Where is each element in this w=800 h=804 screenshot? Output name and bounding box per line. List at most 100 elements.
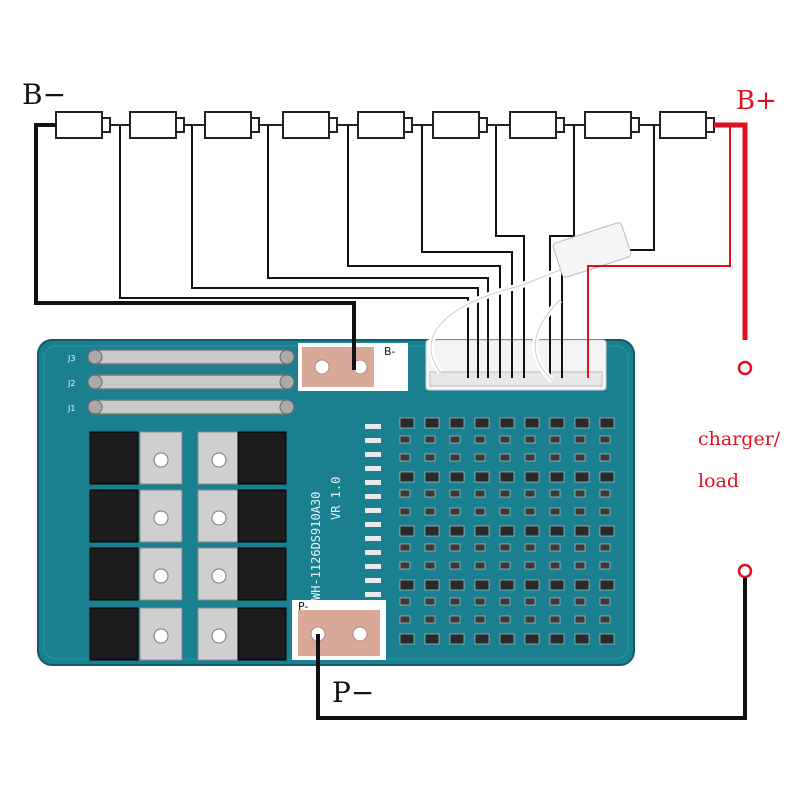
smd-component xyxy=(599,525,615,537)
mosfet-tab xyxy=(197,607,241,661)
smd-component xyxy=(524,417,540,429)
smd-component xyxy=(399,435,411,444)
mosfet-hole xyxy=(211,568,227,584)
mosfet-hole xyxy=(211,510,227,526)
smd-component xyxy=(574,579,590,591)
smd-component xyxy=(599,543,611,552)
smd-component xyxy=(474,453,486,462)
smd-component xyxy=(474,471,490,483)
smd-component xyxy=(474,543,486,552)
mosfet-array xyxy=(89,431,287,661)
wire-p-minus xyxy=(316,578,747,720)
mosfet-hole xyxy=(211,452,227,468)
smd-component xyxy=(549,453,561,462)
smd-component xyxy=(474,597,486,606)
board-version-text: VR 1.0 xyxy=(329,477,343,520)
resistor-strip xyxy=(365,452,381,457)
pad-b-minus-label: B- xyxy=(384,345,396,358)
jumper-bars xyxy=(87,349,295,415)
smd-component xyxy=(499,417,515,429)
smd-component xyxy=(399,579,415,591)
resistor-strip xyxy=(365,438,381,443)
smd-component xyxy=(399,507,411,516)
smd-component xyxy=(549,525,565,537)
battery-cell xyxy=(432,111,488,139)
smd-component xyxy=(449,489,461,498)
smd-component xyxy=(499,633,515,645)
smd-component xyxy=(424,453,436,462)
smd-component xyxy=(549,435,561,444)
mosfet-body xyxy=(237,489,287,543)
smd-component xyxy=(549,615,561,624)
smd-component xyxy=(549,633,565,645)
battery-cell xyxy=(282,111,338,139)
mosfet-hole xyxy=(153,452,169,468)
balance-connector xyxy=(425,339,607,391)
smd-component xyxy=(499,543,511,552)
pad-p-minus-label: P- xyxy=(298,600,308,613)
smd-component xyxy=(449,471,465,483)
battery-cell xyxy=(204,111,260,139)
smd-component xyxy=(399,525,415,537)
battery-cell xyxy=(357,111,413,139)
mosfet-hole xyxy=(153,568,169,584)
smd-component xyxy=(574,507,586,516)
smd-component xyxy=(499,579,515,591)
smd-component xyxy=(599,471,615,483)
mosfet-body xyxy=(89,489,139,543)
battery-cell xyxy=(659,111,715,139)
smd-component xyxy=(449,453,461,462)
smd-component xyxy=(499,453,511,462)
resistor-strip xyxy=(365,536,381,541)
smd-component xyxy=(524,615,536,624)
mosfet-body xyxy=(237,607,287,661)
smd-component xyxy=(574,615,586,624)
smd-component xyxy=(474,507,486,516)
smd-component xyxy=(474,489,486,498)
wire-harness xyxy=(428,222,632,383)
smd-component xyxy=(499,471,515,483)
smd-component xyxy=(499,615,511,624)
resistor-strip xyxy=(365,592,381,597)
smd-component xyxy=(549,597,561,606)
smd-component xyxy=(399,561,411,570)
b-minus-pad xyxy=(298,343,408,391)
smd-component xyxy=(549,471,565,483)
terminal-negative xyxy=(737,563,753,579)
mosfet-hole xyxy=(153,628,169,644)
smd-component xyxy=(524,561,536,570)
smd-component xyxy=(599,615,611,624)
smd-component xyxy=(574,489,586,498)
smd-component xyxy=(499,525,515,537)
battery-cell xyxy=(55,111,111,139)
resistor-strip xyxy=(365,508,381,513)
smd-component xyxy=(424,417,440,429)
smd-component xyxy=(424,561,436,570)
wire-b-minus xyxy=(34,123,356,370)
smd-component xyxy=(574,561,586,570)
wire-b-plus xyxy=(587,122,748,378)
smd-component xyxy=(549,417,565,429)
smd-component xyxy=(599,453,611,462)
smd-component xyxy=(524,633,540,645)
smd-component xyxy=(574,453,586,462)
smd-component xyxy=(599,597,611,606)
smd-component xyxy=(499,435,511,444)
smd-component xyxy=(449,561,461,570)
smd-component xyxy=(424,579,440,591)
smd-component xyxy=(399,489,411,498)
smd-component xyxy=(599,489,611,498)
smd-component xyxy=(599,507,611,516)
smd-component xyxy=(574,471,590,483)
smd-component xyxy=(449,507,461,516)
smd-component xyxy=(524,543,536,552)
smd-component xyxy=(449,597,461,606)
label-p-minus: P− xyxy=(332,676,375,709)
smd-component xyxy=(424,489,436,498)
smd-component xyxy=(499,597,511,606)
smd-component xyxy=(399,453,411,462)
smd-component xyxy=(474,561,486,570)
smd-component xyxy=(449,417,465,429)
smd-component xyxy=(599,417,615,429)
